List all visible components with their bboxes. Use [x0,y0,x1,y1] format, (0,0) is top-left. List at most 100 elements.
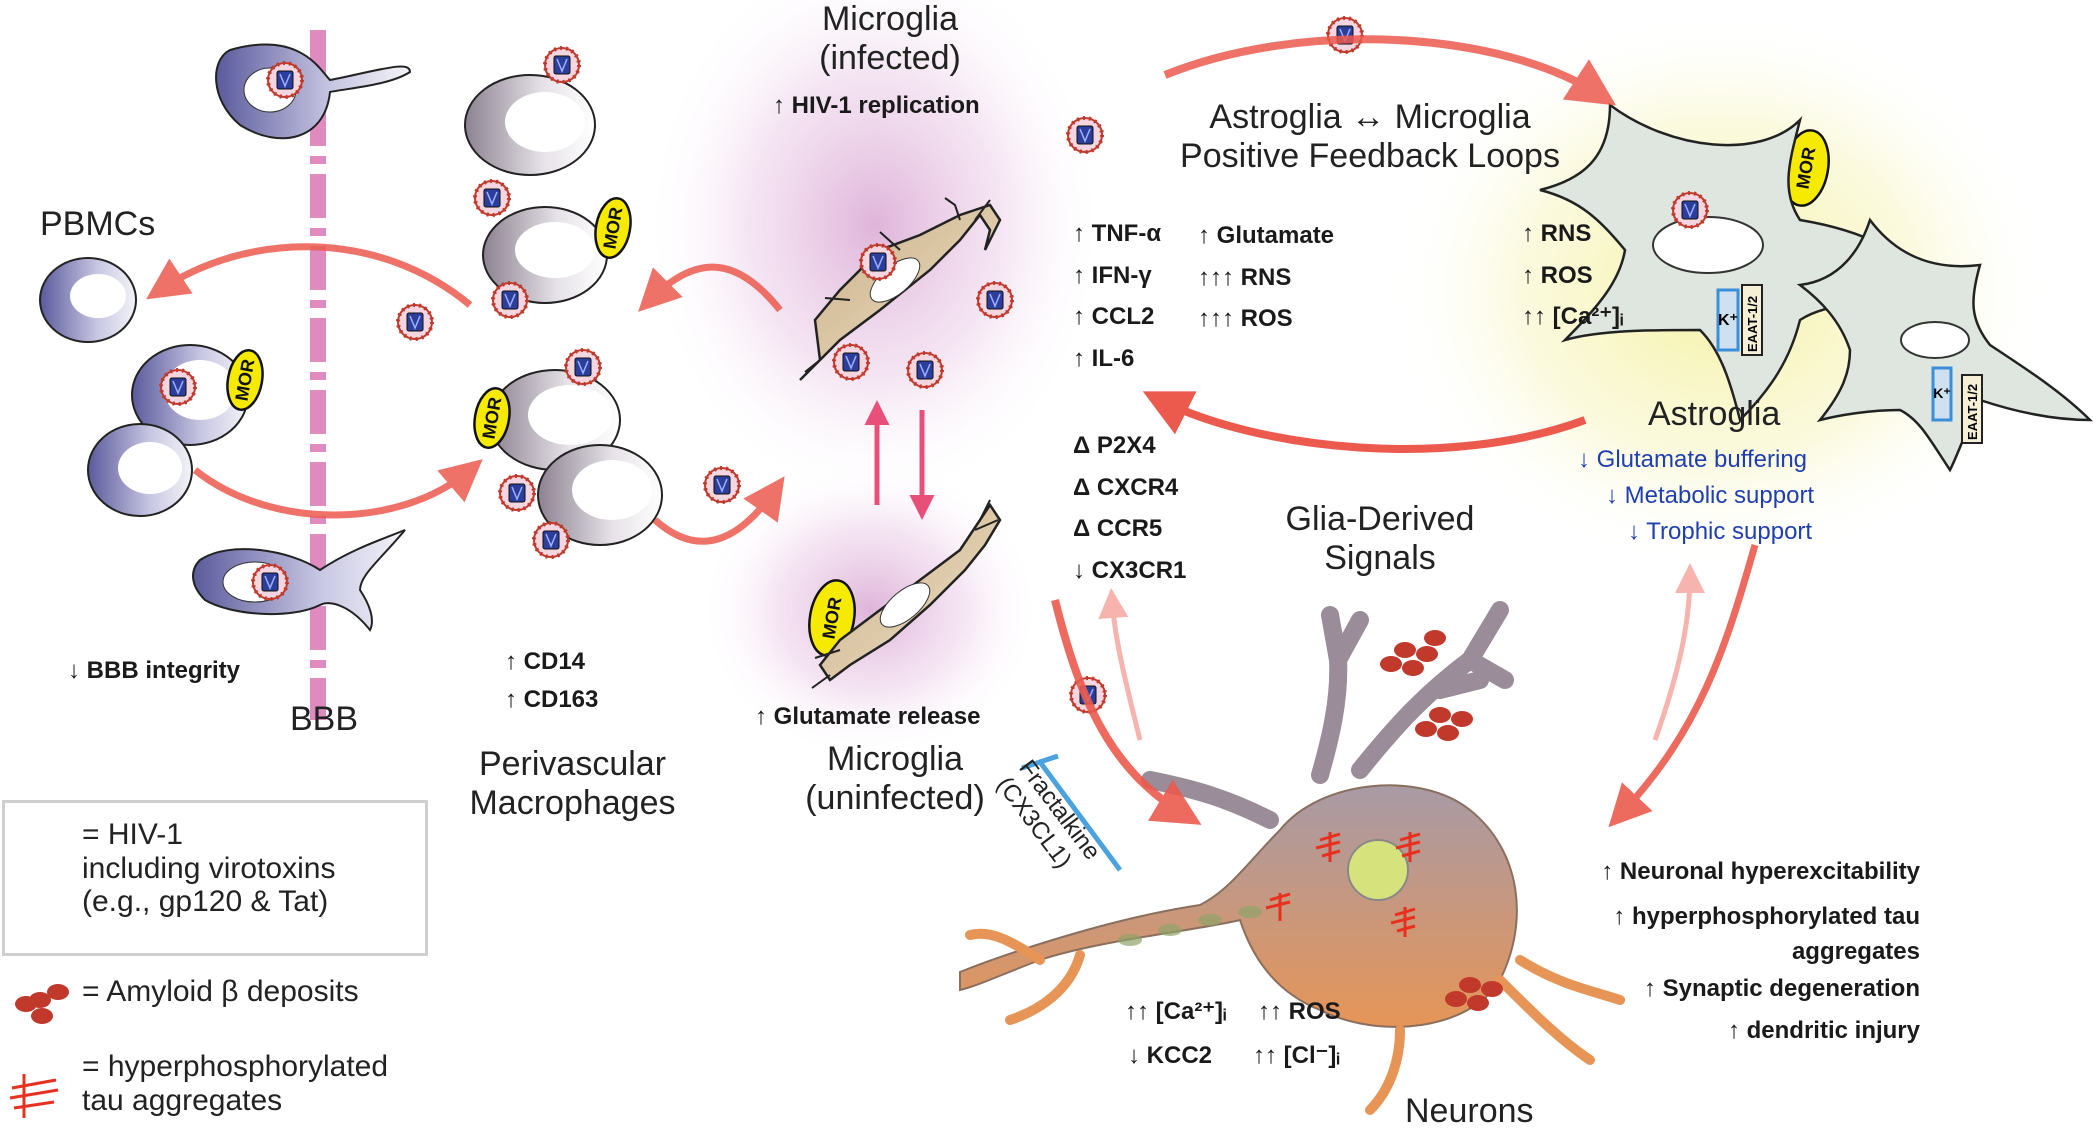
svg-text:K⁺: K⁺ [1718,312,1738,329]
fractalkine-inhibitor-mark [1021,753,1123,872]
arrow-astroglia-to-microglia [1142,391,1587,453]
cytokine-tnf: ↑ TNF-α [1073,220,1162,247]
k-channel-astro-2: K⁺ [1931,366,1953,422]
amyloid-deposits-1 [1380,630,1446,676]
effect-tau: ↑ hyperphosphorylated tau aggregates [1613,903,1920,965]
tau-aggregate-1 [1315,832,1341,862]
microglia-infected-title: Microglia (infected) [819,0,961,78]
astro-ros: ↑ ROS [1522,261,1593,289]
macrophage-cell-4 [537,444,663,546]
glia-signals-title: Glia-Derived Signals [1285,500,1475,578]
receptor-cx3cr1: ↓ CX3CR1 [1073,556,1187,584]
virus-particle-mac-1 [543,46,581,84]
pbmc-cell-1 [39,257,137,343]
arrow-astroglia-to-neuron [1608,544,1759,828]
virus-particle-mac-4 [564,348,602,386]
svg-text:K⁺: K⁺ [1933,385,1951,401]
receptor-p2x4: Δ P2X4 [1073,432,1156,459]
perivascular-title: Perivascular Macrophages [469,745,676,823]
astro-rns: ↑ RNS [1522,220,1592,247]
microglia-uninfected-glow [700,460,1040,760]
effect-synaptic: ↑ Synaptic degeneration [1643,975,1920,1002]
virus-particle-astro [1671,191,1709,229]
mor-receptor-macrophage: MOR [594,197,632,259]
pbmc-cell-3 [87,423,193,517]
astroglia-title: Astroglia [1648,395,1781,433]
arrow-pbmc-to-macrophage [192,459,483,519]
virus-particle-free-1 [396,303,434,341]
reactive-glutamate: ↑ Glutamate [1198,222,1335,249]
eaat-transporter-astro-2: EAAT-1/2 [1961,374,1983,444]
cytokine-ccl2: ↑ CCL2 [1073,303,1155,331]
arrow-neuron-to-microglia [1098,588,1143,741]
receptor-ccr5: Δ CCR5 [1073,515,1163,543]
virus-particle-microglia-1 [859,243,897,281]
legend-tau-text: = hyperphosphorylated tau aggregates [82,1050,389,1117]
arrow-macrophage-to-microglia [652,476,785,545]
virus-particle-mac-2 [473,179,511,217]
k-channel-astro-1: K⁺ [1716,288,1740,352]
microglia-cytokine-list: ↑ TNF-α ↑ IFN-γ ↑ CCL2 ↑ IL-6 [1073,220,1161,386]
neuron-calcium: ↑↑ [Ca²⁺]ᵢ [1125,998,1227,1025]
hiv-replication-label: ↑ HIV-1 replication [773,92,980,119]
macrophage-cell-2 [482,206,608,304]
tau-aggregate-2 [1395,832,1421,862]
neuron-chloride: ↑↑ [Cl⁻]ᵢ [1253,1042,1340,1069]
neuron-ros: ↑↑ ROS [1258,998,1341,1025]
endothelial-cell-bottom [192,529,406,632]
virus-particle-microglia-4 [906,351,944,389]
astro-metabolic-support: ↓ Metabolic support [1606,482,1815,509]
legend-hiv-text: = HIV-1 including virotoxins (e.g., gp12… [82,818,336,919]
receptor-cxcr4: Δ CXCR4 [1073,473,1179,501]
bbb-integrity-label: ↓ BBB integrity [68,657,241,684]
cytokine-il6: ↑ IL-6 [1073,344,1135,372]
astro-glutamate-buffering: ↓ Glutamate buffering [1578,446,1808,473]
neuron-cell [959,601,1625,1115]
eaat-transporter-astro-1: EAAT-1/2 [1741,284,1763,356]
astroglia-cell-1 [1539,102,1943,423]
feedback-loops-title: Astroglia ↔ Microglia Positive Feedback … [1180,98,1560,176]
microglia-reactive-list: ↑ Glutamate ↑↑↑ RNS ↑↑↑ ROS [1198,222,1334,347]
amyloid-deposits-2 [1415,707,1473,741]
virus-particle-endothelial [266,61,304,99]
marker-cd14: ↑ CD14 [505,648,586,675]
virus-particle-microglia-3 [832,343,870,381]
arrow-macrophage-to-pbmc [146,243,473,308]
neurons-title: Neurons [1405,1092,1534,1130]
virus-particle-endothelial-2 [251,563,289,601]
cytokine-ifn: ↑ IFN-γ [1073,261,1152,289]
legend-tau-icon [9,1074,59,1118]
arrow-microglia-to-astroglia [1163,35,1617,106]
bbb-title: BBB [290,700,359,738]
arrow-microglia-to-macrophage [638,263,783,313]
legend-amyloid-icon [15,984,69,1024]
microglia-receptor-list: Δ P2X4 Δ CXCR4 Δ CCR5 ↓ CX3CR1 [1073,432,1186,598]
microglia-uninfected-cell [811,499,1002,689]
tau-aggregate-4 [1265,892,1291,921]
astro-calcium: ↑↑ [Ca²⁺]ᵢ [1522,303,1624,331]
virus-particle-loop [1326,16,1364,54]
virus-particle-free-2 [703,466,741,504]
microglia-uninfected-title: Microglia (uninfected) [805,740,985,818]
macrophage-marker-list: ↑ CD14 ↑ CD163 [505,648,598,723]
arrow-microglia-to-neuron [1051,599,1202,825]
effect-dendritic: ↑ dendritic injury [1727,1017,1920,1044]
legend-amyloid-text: = Amyloid β deposits [82,975,359,1008]
astro-trophic-support: ↓ Trophic support [1628,518,1813,545]
virus-particle-free-3 [1066,116,1104,154]
legend-box [2,800,428,956]
reactive-rns: ↑↑↑ RNS [1198,263,1292,291]
virus-particle-pbmc [159,368,197,406]
pbmcs-title: PBMCs [40,205,156,243]
glutamate-release-label: ↑ Glutamate release [755,703,981,730]
astroglia-reactive-list: ↑ RNS ↑ ROS ↑↑ [Ca²⁺]ᵢ [1522,220,1623,345]
virus-particle-mac-3 [491,281,529,319]
virus-particle-microglia-2 [976,281,1014,319]
virus-particle-mac-6 [532,521,570,559]
neuron-kcc2: ↓ KCC2 [1128,1042,1213,1069]
marker-cd163: ↑ CD163 [505,685,599,713]
mor-receptor-astroglia: MOR [1782,129,1830,207]
svg-text:EAAT-1/2: EAAT-1/2 [1745,296,1760,352]
mor-receptor-macrophage-lower: MOR [473,387,511,449]
virus-particle-mac-5 [498,474,536,512]
